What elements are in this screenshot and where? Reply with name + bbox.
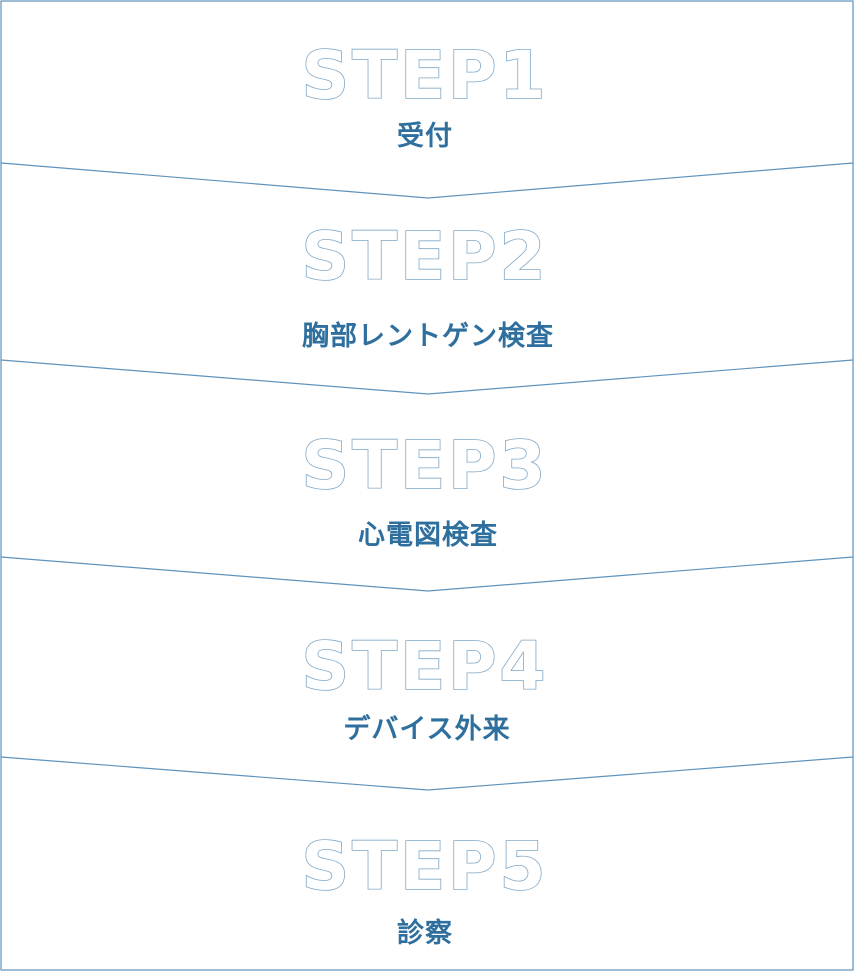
step-label: 心電図検査: [358, 520, 498, 551]
step-title: STEP4: [302, 628, 549, 705]
step-5: STEP5 診察: [301, 827, 549, 949]
step-label: デバイス外来: [343, 713, 510, 745]
chevron-separator: [0, 756, 854, 791]
step-2: STEP2 胸部レントゲン検査: [301, 217, 554, 352]
step-4: STEP4 デバイス外来: [301, 627, 549, 745]
chevron-separator: [0, 162, 854, 199]
chevron-separator: [0, 359, 854, 395]
step-label: 診察: [397, 917, 453, 949]
step-label: 受付: [397, 120, 453, 152]
chevron-separator: [0, 556, 854, 592]
step-3: STEP3 心電図検査: [301, 426, 549, 551]
step-label: 胸部レントゲン検査: [302, 320, 554, 352]
step-title: STEP2: [302, 218, 549, 295]
step-1: STEP1 受付: [301, 36, 549, 152]
step-title: STEP3: [302, 427, 549, 504]
step-title: STEP1: [302, 37, 549, 114]
step-title: STEP5: [302, 828, 549, 905]
